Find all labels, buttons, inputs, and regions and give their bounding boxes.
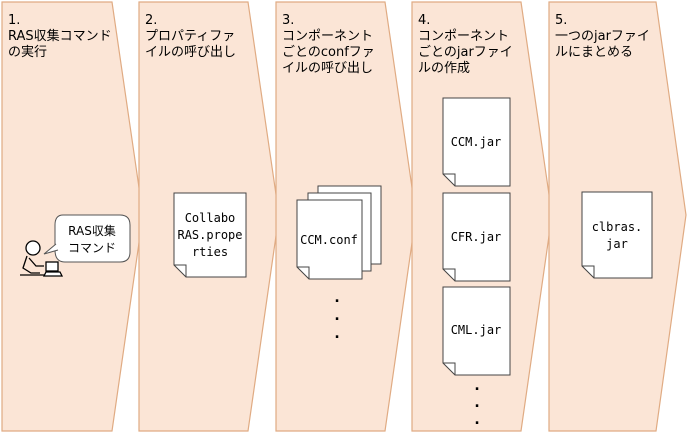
property-file-line-1: Collabo — [185, 211, 236, 225]
step-1-line-1: RAS収集コマンド — [8, 28, 112, 44]
conf-dot-3: . — [334, 326, 339, 342]
step-3-line-2: ごとのconfファ — [282, 44, 375, 60]
step-4-line-1: コンポーネント — [418, 29, 509, 44]
jar-dot-2: . — [474, 395, 479, 411]
conf-ellipsis: . . . — [334, 290, 339, 342]
merged-jar-line-1: clbras. — [592, 220, 643, 234]
property-file-doc: Collabo RAS.prope rties — [173, 192, 247, 278]
jar-dot-1: . — [474, 378, 479, 394]
step-4-heading: 4. コンポーネント ごとのjarファイ ルの作成 — [418, 13, 513, 76]
merged-jar-doc: clbras. jar — [581, 191, 653, 279]
step-3-line-3: イルの呼び出し — [282, 61, 373, 76]
step-4-number: 4. — [418, 13, 430, 28]
step-5-number: 5. — [555, 13, 567, 28]
step-2-line-2: イルの呼び出し — [145, 45, 236, 60]
step-2-line-1: プロパティファ — [145, 29, 235, 44]
bubble-line-2: コマンド — [68, 241, 116, 255]
conf-file-stack: CCM.conf — [296, 185, 382, 280]
step-5-line-2: ルにまとめる — [555, 45, 633, 60]
jar-file-cml-label: CML.jar — [451, 323, 502, 337]
jar-file-cfr: CFR.jar — [442, 192, 511, 282]
step-1-number: 1. — [8, 13, 20, 28]
conf-dot-1: . — [334, 290, 339, 306]
merged-jar-line-2: jar — [606, 237, 628, 251]
property-file-line-3: rties — [192, 245, 228, 259]
bubble-line-1: RAS収集 — [68, 223, 116, 238]
conf-file-label: CCM.conf — [300, 233, 358, 247]
jar-file-ccm-label: CCM.jar — [451, 135, 502, 149]
jar-dot-3: . — [474, 412, 479, 428]
user-icon — [20, 240, 64, 277]
step-2-number: 2. — [145, 13, 157, 28]
step-1-line-2: の実行 — [8, 44, 47, 60]
jar-file-cml: CML.jar — [442, 286, 511, 376]
jar-file-cfr-label: CFR.jar — [451, 230, 502, 244]
step-5-heading: 5. 一つのjarファイ ルにまとめる — [555, 13, 650, 60]
step-4-line-3: ルの作成 — [418, 61, 470, 76]
step-3-line-1: コンポーネント — [282, 29, 373, 44]
command-bubble: RAS収集 コマンド — [43, 214, 131, 263]
step-3-heading: 3. コンポーネント ごとのconfファ イルの呼び出し — [282, 13, 375, 76]
step-4-line-2: ごとのjarファイ — [418, 44, 513, 60]
step-3-number: 3. — [282, 13, 294, 28]
jar-ellipsis: . . . — [474, 378, 479, 428]
step-2-heading: 2. プロパティファ イルの呼び出し — [145, 13, 236, 60]
step-5-line-1: 一つのjarファイ — [555, 29, 650, 44]
conf-dot-2: . — [334, 308, 339, 324]
property-file-line-2: RAS.prope — [177, 228, 242, 242]
step-1-heading: 1. RAS収集コマンド の実行 — [8, 13, 112, 60]
jar-file-ccm: CCM.jar — [442, 97, 511, 187]
